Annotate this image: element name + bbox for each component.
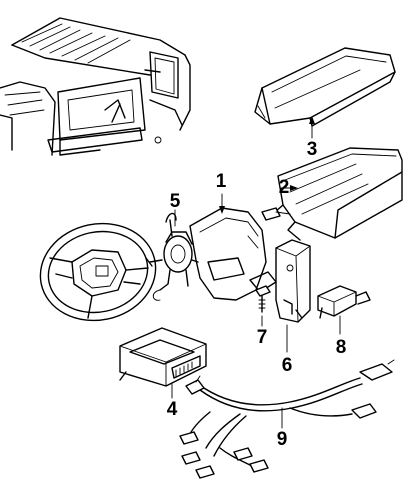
part-7-bolt xyxy=(255,285,271,313)
callout-7: 7 xyxy=(256,327,268,348)
part-4-control-module xyxy=(119,327,207,387)
callout-8: 8 xyxy=(335,337,347,358)
part-5-clock-spring xyxy=(145,212,199,301)
callout-2: 2 xyxy=(278,177,290,198)
part-1-airbag-module xyxy=(189,207,277,301)
steering-wheel xyxy=(39,222,157,322)
callout-3: 3 xyxy=(306,139,318,160)
callout-5: 5 xyxy=(169,191,181,212)
callout-6: 6 xyxy=(281,355,293,376)
callout-4: 4 xyxy=(166,399,178,420)
part-3-panel xyxy=(254,47,396,127)
part-2-airbag-module xyxy=(261,147,403,241)
dashboard-illustration xyxy=(0,17,191,156)
part-8-sensor xyxy=(317,285,371,319)
callout-9: 9 xyxy=(276,429,288,450)
callout-1: 1 xyxy=(215,171,227,192)
part-6-sensor xyxy=(275,239,311,323)
part-9-wiring-harness xyxy=(179,359,395,479)
